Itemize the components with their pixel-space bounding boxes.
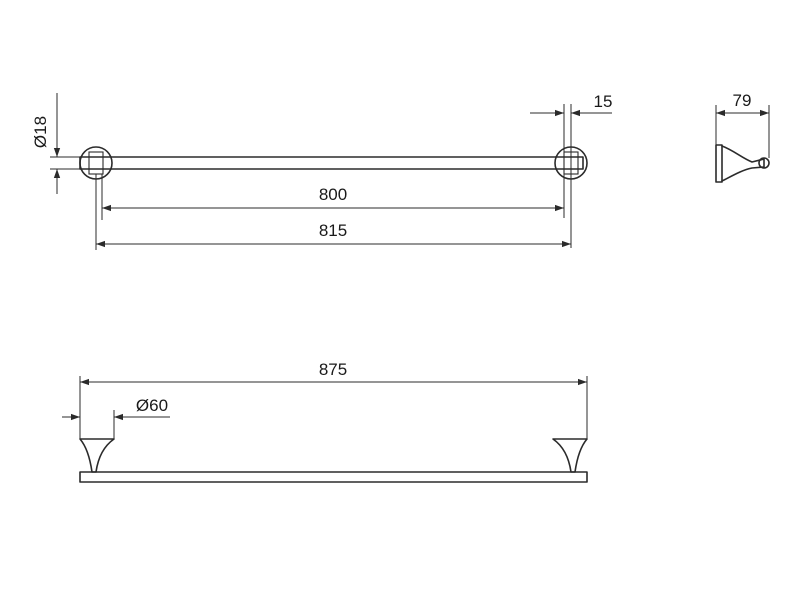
side-bracket [721,145,765,182]
dim-bar-length: 800 [101,174,564,220]
dim-bar-diameter-label: Ø18 [31,116,50,148]
left-mount-clip [88,151,104,175]
side-view: 79 [715,91,770,183]
bar-top [79,156,584,170]
dim-total-length-label: 875 [319,360,347,379]
bar-front [79,471,588,483]
dim-base-diameter: Ø60 [62,396,170,439]
dim-projection-label: 79 [733,91,752,110]
dim-bar-diameter: Ø18 [31,93,80,194]
side-bar-end [758,157,770,169]
dim-projection: 79 [715,91,770,158]
top-view: Ø18 15 800 815 [31,92,612,250]
dim-bar-length-label: 800 [319,185,347,204]
front-left-bracket [79,438,115,473]
dim-overall-width: 815 [95,174,571,250]
front-view: 875 Ø60 [62,360,588,483]
dim-wall-plate-thickness: 15 [530,92,612,248]
dim-total-length: 875 [79,360,588,439]
dim-base-diameter-label: Ø60 [136,396,168,415]
side-wall-plate [715,144,723,183]
dim-wall-plate-thickness-label: 15 [594,92,613,111]
front-right-bracket [552,438,588,473]
dim-overall-width-label: 815 [319,221,347,240]
